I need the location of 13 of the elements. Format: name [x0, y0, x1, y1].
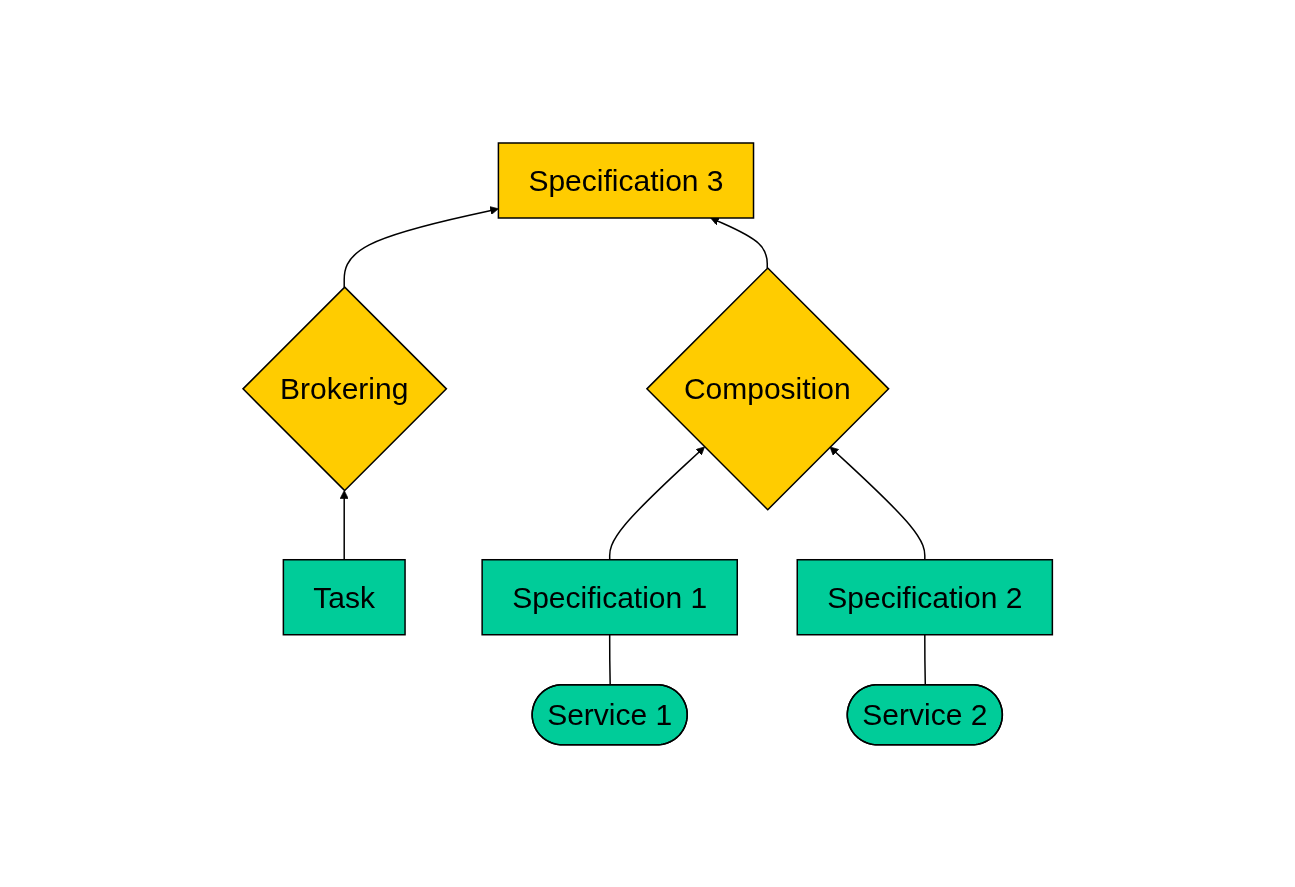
node-box: Task	[282, 558, 406, 636]
arrow	[829, 446, 926, 561]
connector	[923, 633, 926, 686]
node-box: Specification 3	[497, 141, 755, 219]
connector	[608, 633, 611, 686]
arrow	[343, 205, 499, 288]
node-diamond: Brokering	[241, 285, 448, 492]
arrow	[339, 489, 349, 561]
node-box: Specification 2	[796, 558, 1053, 636]
node-box: Specification 1	[481, 558, 738, 636]
arrow	[608, 446, 705, 561]
node-diamond: Composition	[645, 266, 890, 511]
arrow	[710, 216, 768, 269]
